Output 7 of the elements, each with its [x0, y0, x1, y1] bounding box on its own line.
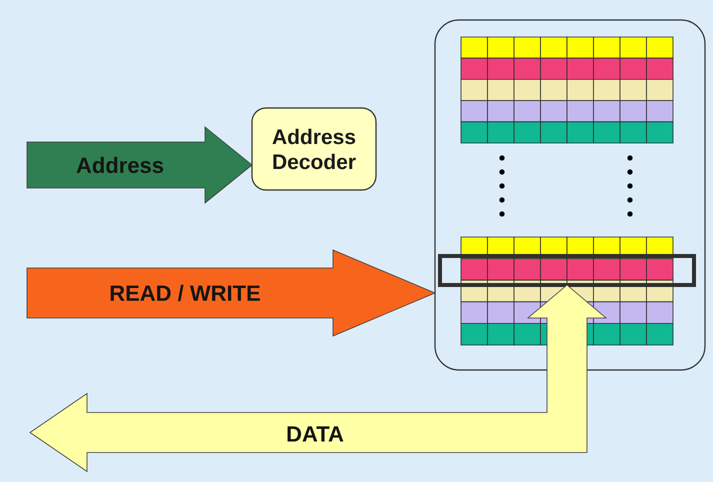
block-arrow	[26, 249, 436, 337]
arrow-label: DATA	[285, 425, 345, 443]
arrow-label: Address	[75, 156, 166, 174]
arrow-label: READ / WRITE	[108, 284, 262, 302]
decoder-box: Address Decoder	[251, 107, 377, 191]
block-arrow	[29, 284, 608, 472]
selected-row-outline	[438, 254, 696, 287]
